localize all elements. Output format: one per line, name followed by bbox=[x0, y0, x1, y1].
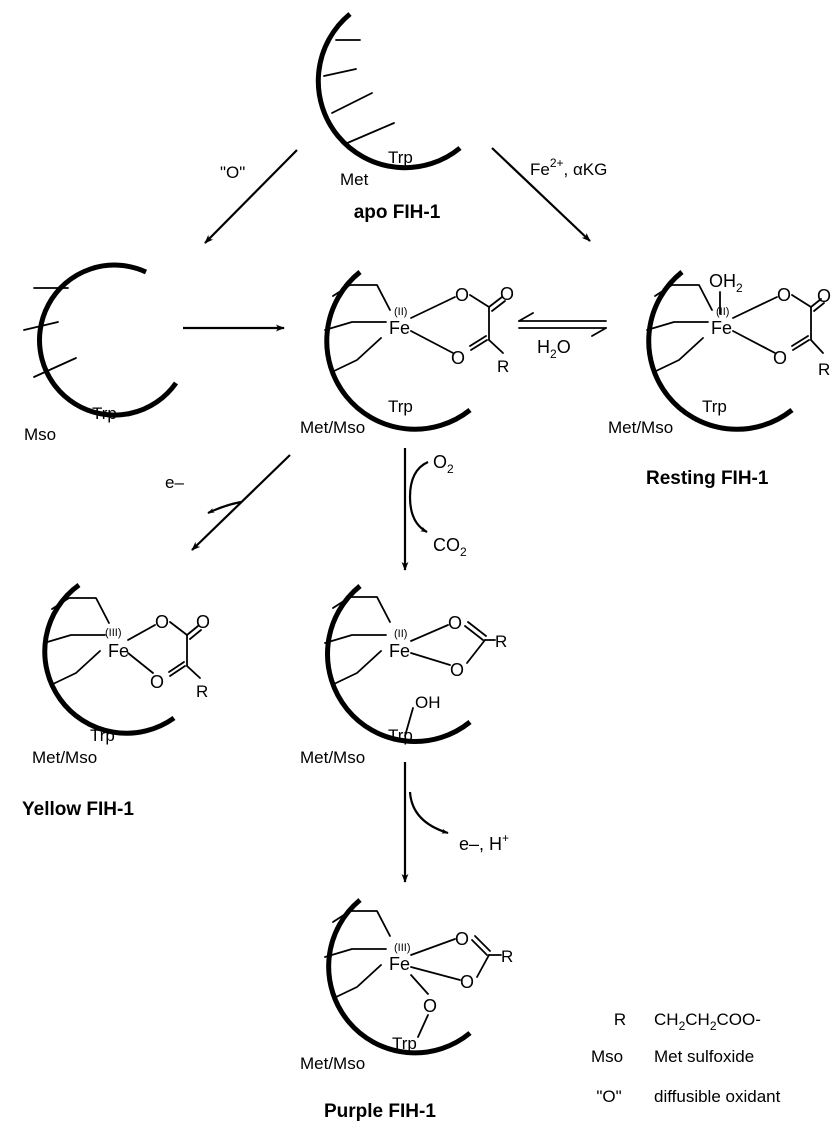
yellow-trp-label: Trp bbox=[90, 726, 115, 745]
legend-meaning-oxidant: diffusible oxidant bbox=[654, 1087, 781, 1106]
purple-ox-state: (III) bbox=[394, 942, 411, 954]
resting-ox-state: (II) bbox=[716, 306, 729, 318]
hydroxylated-fih1-structure: Fe (II) O O R OH Trp Met/Mso bbox=[300, 584, 507, 767]
legend-meaning-r: CH2CH2COO- bbox=[654, 1010, 761, 1033]
legend-symbol-oxidant: "O" bbox=[596, 1087, 621, 1106]
fe-akg-complex-structure: Fe (II) O O O R Trp Met/Mso bbox=[300, 270, 514, 437]
purple-r: R bbox=[501, 947, 513, 966]
oxidation-arrow bbox=[204, 149, 298, 244]
apo-met-label: Met bbox=[340, 170, 369, 189]
legend-symbol-mso: Mso bbox=[591, 1047, 623, 1066]
purple-metal: Fe bbox=[389, 954, 410, 974]
svg-text:O: O bbox=[451, 348, 465, 368]
svg-text:O: O bbox=[196, 612, 210, 632]
svg-text:O: O bbox=[448, 613, 462, 633]
oxidized-trp-label: Trp bbox=[92, 404, 117, 423]
svg-text:O: O bbox=[450, 660, 464, 680]
fe-akg-trp-label: Trp bbox=[388, 397, 413, 416]
yellow-r: R bbox=[196, 682, 208, 701]
hydroxylated-trp-label: Trp bbox=[388, 726, 413, 745]
svg-text:O: O bbox=[455, 929, 469, 949]
resting-water-ligand: OH2 bbox=[709, 271, 743, 295]
fe-akg-binding-arrow bbox=[491, 147, 591, 242]
hydroxylated-protein-arc bbox=[325, 584, 472, 744]
svg-text:O: O bbox=[817, 286, 831, 306]
o2-label: O2 bbox=[433, 452, 454, 476]
hydroxylated-ox-state: (II) bbox=[394, 628, 407, 640]
yellow-protein-arc bbox=[42, 582, 176, 736]
resting-trp-label: Trp bbox=[702, 397, 727, 416]
svg-text:O: O bbox=[500, 284, 514, 304]
apo-fih1-title: apo FIH-1 bbox=[354, 202, 441, 223]
purple-met-mso-label: Met/Mso bbox=[300, 1054, 365, 1073]
svg-text:O: O bbox=[777, 285, 791, 305]
purple-protein-arc bbox=[326, 898, 472, 1056]
resting-protein-arc bbox=[646, 270, 794, 432]
svg-text:O: O bbox=[455, 285, 469, 305]
fe-akg-r: R bbox=[497, 357, 509, 376]
water-label: H2O bbox=[537, 337, 571, 361]
water-equilibrium-arrows: H2O bbox=[518, 312, 607, 361]
fe-akg-met-mso-label: Met/Mso bbox=[300, 418, 365, 437]
oxidized-apo-structure: Trp Mso bbox=[23, 262, 179, 444]
apo-protein-arc bbox=[315, 12, 462, 171]
e-h-label: e–, H+ bbox=[459, 831, 509, 854]
resting-fih1-structure: Fe (II) OH2 O O O R Trp Met/Mso bbox=[608, 270, 831, 437]
apo-trp-label: Trp bbox=[388, 148, 413, 167]
fe-akg-metal: Fe bbox=[389, 318, 410, 338]
legend: R CH2CH2COO- Mso Met sulfoxide "O" diffu… bbox=[591, 1010, 781, 1106]
svg-text:O: O bbox=[155, 612, 169, 632]
legend-meaning-mso: Met sulfoxide bbox=[654, 1047, 754, 1066]
oxidant-label: "O" bbox=[220, 163, 245, 182]
legend-symbol-r: R bbox=[614, 1010, 626, 1029]
svg-text:O: O bbox=[150, 672, 164, 692]
apo-fih1-structure: Trp Met bbox=[315, 12, 462, 189]
electron-label: e– bbox=[165, 473, 184, 492]
hydroxylated-oh: OH bbox=[415, 693, 441, 712]
yellow-metal: Fe bbox=[108, 641, 129, 661]
resting-metal: Fe bbox=[711, 318, 732, 338]
fe-akg-label: Fe2+, αKG bbox=[530, 156, 607, 179]
svg-text:O: O bbox=[773, 348, 787, 368]
yellow-fih1-structure: Fe (III) O O O R Trp Met/Mso bbox=[32, 582, 210, 767]
resting-fih1-title: Resting FIH-1 bbox=[646, 468, 769, 489]
resting-r: R bbox=[818, 360, 830, 379]
yellow-ox-state: (III) bbox=[105, 627, 122, 639]
svg-text:O: O bbox=[460, 972, 474, 992]
purple-fih1-title: Purple FIH-1 bbox=[324, 1101, 436, 1122]
yellow-met-mso-label: Met/Mso bbox=[32, 748, 97, 767]
oxidized-mso-label: Mso bbox=[24, 425, 56, 444]
hydroxylated-met-mso-label: Met/Mso bbox=[300, 748, 365, 767]
svg-text:O: O bbox=[423, 996, 437, 1016]
yellow-fih1-title: Yellow FIH-1 bbox=[22, 799, 134, 820]
fe-akg-protein-arc bbox=[324, 270, 472, 432]
hydroxylated-r: R bbox=[495, 632, 507, 651]
oxidized-protein-arc bbox=[37, 262, 179, 418]
fe-akg-ox-state: (II) bbox=[394, 306, 407, 318]
resting-met-mso-label: Met/Mso bbox=[608, 418, 673, 437]
purple-fih1-structure: Fe (III) O O R O Trp Met/Mso bbox=[300, 898, 513, 1073]
hydroxylated-metal: Fe bbox=[389, 641, 410, 661]
purple-trp-label: Trp bbox=[392, 1034, 417, 1053]
co2-label: CO2 bbox=[433, 535, 467, 559]
